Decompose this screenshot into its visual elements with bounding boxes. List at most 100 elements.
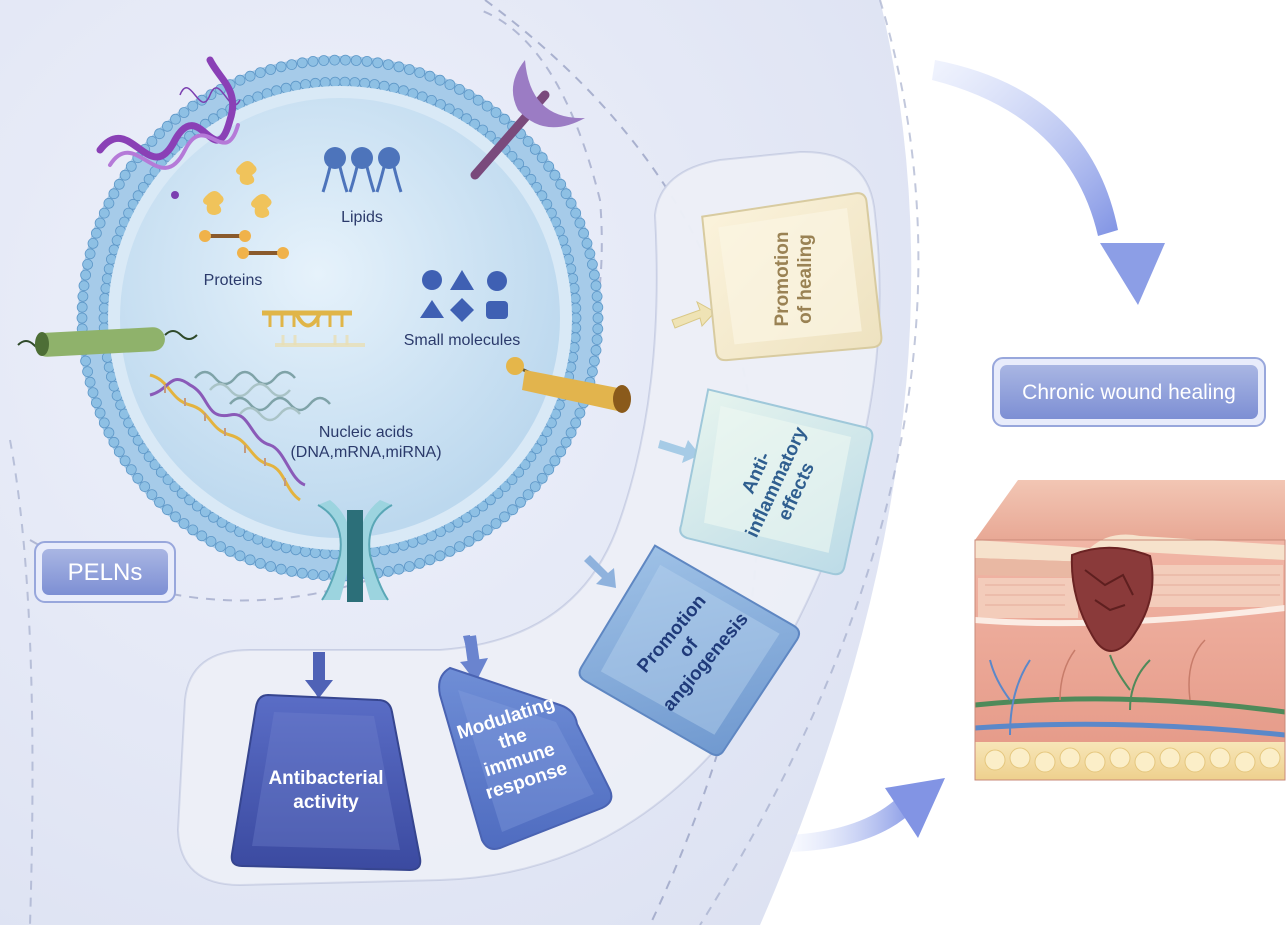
lipid-head	[187, 100, 199, 112]
lipid-head	[300, 546, 311, 557]
lipid-head	[329, 54, 341, 66]
lipid-head	[244, 70, 256, 82]
lipid-head	[372, 57, 384, 69]
lipid-head	[587, 258, 598, 270]
receptor-icon	[470, 60, 585, 180]
nucleic-acids-types-label: (DNA,mRNA,miRNA)	[290, 444, 441, 461]
lipid-head	[94, 407, 106, 419]
lipid-head	[91, 397, 102, 409]
lipid-head	[519, 165, 531, 177]
lipid-head	[434, 550, 446, 562]
lipid-head	[349, 77, 361, 88]
lipid-head	[146, 489, 158, 501]
lipid-head	[98, 312, 110, 324]
inner-dashed-arc	[29, 9, 603, 602]
lipid-head	[481, 100, 493, 112]
lipid-head	[161, 504, 173, 516]
lipid-head	[265, 64, 277, 75]
lipid-head	[591, 290, 603, 302]
lipid-head	[82, 258, 93, 270]
skin-wound-icon	[974, 480, 1286, 781]
lipid-head	[536, 152, 548, 164]
lipid-head	[309, 547, 321, 559]
lipid-head	[103, 197, 115, 209]
lipid-head	[224, 546, 236, 557]
lipid-head	[549, 169, 561, 181]
small-molecules-label: Small molecules	[404, 332, 520, 349]
lipid-head	[424, 70, 436, 82]
lipid-head	[254, 67, 266, 78]
lipid-head	[296, 567, 308, 579]
big-arrow-down	[932, 60, 1165, 305]
lipid-head	[569, 292, 581, 304]
pelns-label: PELNs	[68, 559, 143, 586]
lipid-head	[318, 55, 330, 66]
lipid-head	[484, 494, 496, 506]
lipid-head	[555, 178, 567, 190]
effect-arrows	[305, 300, 716, 698]
lipid-head	[100, 282, 112, 294]
lipid-head	[477, 500, 489, 512]
lipid-head	[444, 79, 456, 90]
lipid-head	[178, 107, 190, 118]
lipid-head	[382, 59, 394, 70]
lipid-head	[393, 563, 405, 575]
lipid-head	[244, 554, 256, 566]
lipid-head	[454, 541, 465, 552]
lipid-head	[161, 120, 173, 132]
lipid-head	[591, 334, 603, 346]
lipid-head	[205, 89, 217, 100]
ion-channel-icon	[317, 500, 393, 602]
lipid-head	[454, 84, 465, 95]
effect-card-promotion-healing: Promotion of healing	[701, 192, 883, 362]
promotion-healing-line2: of healing	[795, 234, 816, 324]
lipid-head	[570, 207, 582, 219]
lipid-head	[570, 312, 582, 324]
lipid-head	[132, 472, 144, 484]
lipid-head	[560, 188, 572, 200]
lipid-head	[590, 344, 602, 356]
lipid-head	[574, 407, 586, 419]
lipid-head	[522, 135, 534, 147]
lipid-head	[300, 79, 311, 90]
lipid-head	[574, 217, 586, 229]
protein-icon	[203, 161, 272, 218]
small-molecule-icon	[420, 270, 508, 322]
lipid-head	[309, 77, 321, 89]
lipid-head	[565, 427, 577, 439]
lipid-head	[80, 269, 91, 281]
lipid-head	[515, 496, 526, 508]
lipid-head	[113, 178, 125, 190]
lipid-head	[543, 160, 555, 172]
effect-card-angiogenesis: Promotion of angiogenesis	[578, 544, 801, 757]
lipid-head	[78, 280, 90, 292]
lipid-head	[403, 64, 415, 75]
lipid-head	[318, 570, 330, 581]
lipid-head	[275, 563, 287, 575]
lipid-head	[589, 269, 600, 281]
lipid-head	[522, 489, 534, 501]
lipid-head	[91, 227, 102, 239]
lipid-head	[490, 518, 502, 529]
membrane-protein-helix-icon	[96, 56, 241, 199]
lipid-head	[82, 366, 93, 378]
lipid-head	[369, 79, 380, 90]
lipid-head	[393, 61, 405, 73]
lipid-head	[77, 290, 89, 302]
lipid-head	[125, 160, 137, 172]
lipid-head	[84, 248, 96, 260]
lipid-head	[444, 546, 456, 557]
lipid-head	[155, 466, 167, 478]
lipid-head	[108, 188, 120, 200]
lipid-head	[108, 436, 120, 448]
lipid-head	[234, 550, 246, 562]
lipid-head	[424, 554, 436, 566]
lipid-head	[178, 518, 190, 529]
lipid-head	[275, 61, 287, 73]
lipid-head	[329, 76, 341, 88]
lipid-head	[519, 459, 531, 471]
lipid-head	[76, 312, 88, 324]
lipid-head	[584, 248, 596, 260]
lipid-head	[499, 481, 511, 493]
